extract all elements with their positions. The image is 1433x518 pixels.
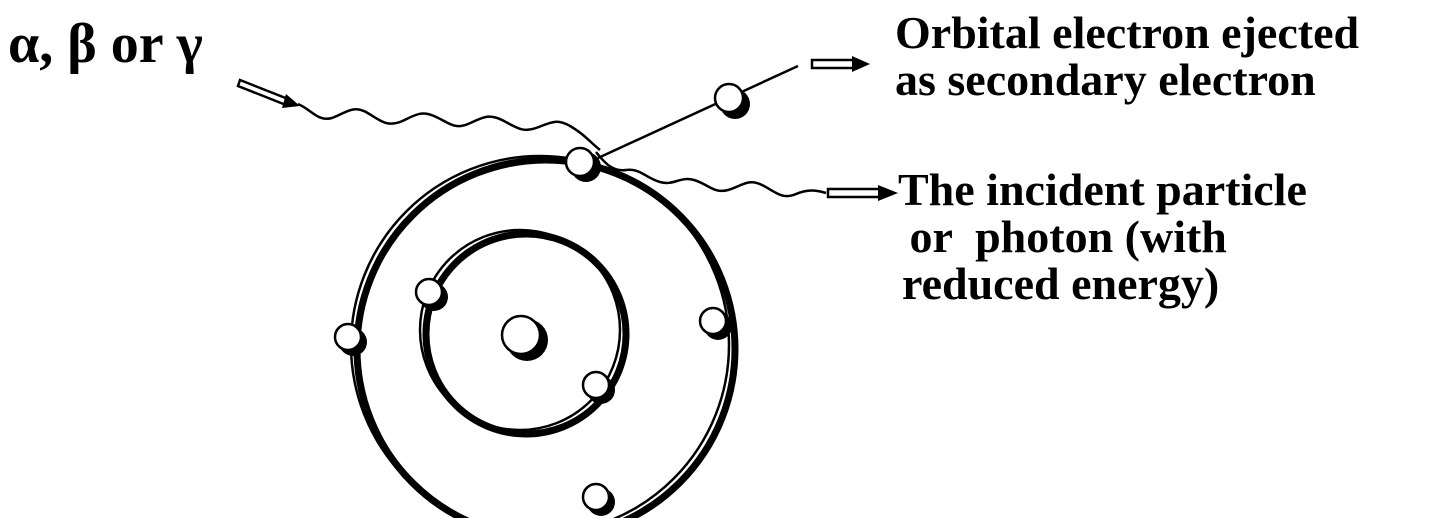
electron-outer-bottom: [583, 484, 615, 516]
ejected-electron-track: [598, 66, 798, 158]
outgoing-arrow-icon: [828, 185, 898, 201]
incident-particle-label: α, β or γ: [8, 14, 203, 74]
electron-inner-2: [583, 372, 615, 404]
incident-arrow-icon: [238, 80, 300, 108]
outgoing-particle-label: The incident particle or photon (with re…: [898, 166, 1307, 307]
outgoing-label-line-2: or photon (with: [898, 213, 1307, 260]
incident-wavy-path: [298, 104, 600, 150]
nucleus: [502, 316, 548, 361]
ejected-electron-label: Orbital electron ejected as secondary el…: [895, 9, 1359, 103]
outgoing-label-line-1: The incident particle: [898, 166, 1307, 213]
outgoing-wavy-path: [596, 152, 826, 196]
outgoing-label-line-3: reduced energy): [898, 260, 1307, 307]
ejected-arrow-icon: [812, 56, 870, 72]
ejected-label-line-2: as secondary electron: [895, 56, 1359, 103]
ejected-label-line-1: Orbital electron ejected: [895, 9, 1359, 56]
electron-outer-left: [335, 324, 367, 356]
